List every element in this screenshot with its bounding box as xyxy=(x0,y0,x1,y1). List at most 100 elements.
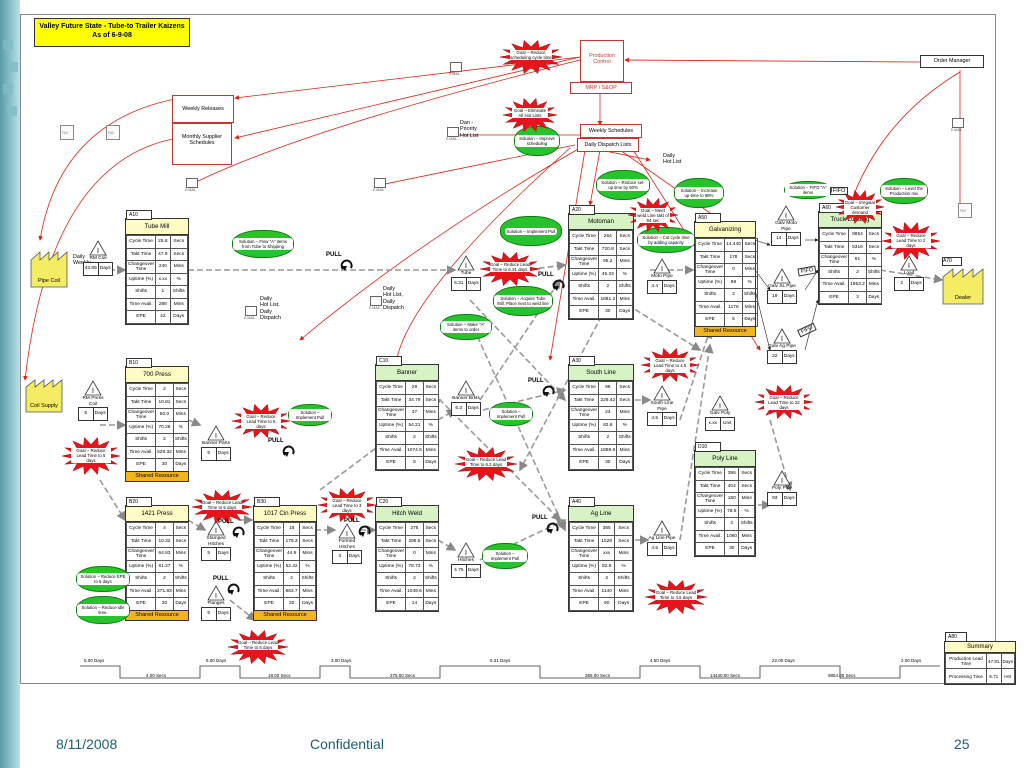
pull-arrow-icon xyxy=(546,521,560,540)
metric-value: 2 xyxy=(598,431,618,445)
metric-label: Shifts xyxy=(253,572,285,586)
metric-value: 82.6 xyxy=(598,559,616,573)
daily-hot-list-dispatch-label: Daily Hot List, Daily Dispatch xyxy=(260,296,281,322)
process-id: B30 xyxy=(254,497,280,507)
metric-label: Takt Time xyxy=(818,240,850,254)
metric-unit: Days xyxy=(865,290,882,304)
metric-unit: Secs xyxy=(741,238,758,252)
inventory-value: x.xx xyxy=(706,417,721,430)
process-name: Ag Line xyxy=(569,506,633,522)
summary-id: A80 xyxy=(945,632,967,642)
metric-unit: Mins xyxy=(169,297,189,311)
shared-resource-tag: Shared Resource xyxy=(125,470,189,482)
shared-resource-tag: Shared Resource xyxy=(694,325,756,337)
metric-unit: Secs xyxy=(616,381,633,395)
metric-label: Changeover Time xyxy=(125,408,157,422)
metric-value: 240 xyxy=(155,260,171,274)
goal-text: Goal – Reduce Lead Time to 5 days xyxy=(237,640,279,651)
metric-unit: Shifts xyxy=(172,433,189,447)
metric-label: Takt Time xyxy=(125,247,157,261)
timeline-ladder xyxy=(80,665,940,679)
process-id: C20 xyxy=(376,497,402,507)
metric-value: x.xx xyxy=(155,272,171,286)
inventory-unit: Days xyxy=(348,554,360,559)
timeline-process-time: 9854.00 Secs xyxy=(828,673,856,678)
metric-label: Uptime (%) xyxy=(568,418,600,432)
metric-unit: Shifts xyxy=(422,431,439,445)
metric-unit: % xyxy=(172,420,189,434)
metric-label: Uptime (%) xyxy=(694,504,726,518)
metric-label: EPE xyxy=(694,313,726,327)
timeline-lead-time: 22.00 Days xyxy=(772,658,795,663)
solution-cloud: Solution – Reduce EPE to 5 days xyxy=(76,566,130,592)
metric-unit: Shifts xyxy=(738,517,755,531)
metric-unit: % xyxy=(865,253,882,267)
order-manager-box: Order Manager xyxy=(920,55,984,68)
solution-cloud: Solution – Level the Production mix xyxy=(880,178,928,204)
solution-text: Solution – Reduce set-up time by 50% xyxy=(597,179,649,191)
solution-cloud: Solution – Flow "A" items from Tube to S… xyxy=(232,230,294,258)
metric-label: Shifts xyxy=(375,572,407,586)
process-name: Tube Mill xyxy=(126,219,188,235)
metric-label: EPE xyxy=(125,597,157,611)
shared-resource-tag: Shared Resource xyxy=(253,609,317,621)
inventory-name: Tube xyxy=(460,271,472,276)
inventory-value: 43.85 xyxy=(84,262,99,275)
shared-resource-tag: Shared Resource xyxy=(125,609,189,621)
metric-value: 45.33 xyxy=(598,267,618,281)
email-icon: E-MAIL xyxy=(446,127,459,141)
metric-unit: Days xyxy=(422,456,439,470)
metric-label: EPE xyxy=(818,290,850,304)
process-name: 1421 Press xyxy=(126,506,188,522)
pt-unit: Hrs xyxy=(1000,668,1016,684)
inventory-unit: Unit xyxy=(722,420,732,426)
metric-value: 98 xyxy=(724,275,743,289)
metric-label: EPE xyxy=(568,597,600,611)
weekly-releases-box: Weekly Releases xyxy=(172,95,234,123)
pull-arrow-icon xyxy=(552,278,566,297)
pull-label: PULL xyxy=(344,518,360,524)
metric-label: Uptime (%) xyxy=(568,267,600,281)
inventory-unit: Days xyxy=(467,280,479,286)
metric-value: 179.3 xyxy=(283,534,301,548)
svg-text:I: I xyxy=(346,531,348,538)
process-id: A20 xyxy=(569,205,595,215)
metric-unit: Secs xyxy=(172,534,189,548)
process-name: Galvanizing xyxy=(695,222,755,238)
solution-cloud: Solution – Acquire Tube Mill. Place next… xyxy=(493,286,553,316)
metric-unit: Days xyxy=(172,458,189,472)
metric-value: 2 xyxy=(598,280,618,294)
inventory-name: RM Coil xyxy=(89,256,107,261)
inventory-value: 4.5 xyxy=(648,413,663,425)
daily-hot-list-label: Daily Hot List xyxy=(663,153,682,166)
metric-value: 2 xyxy=(405,431,424,445)
inventory-value: 22 xyxy=(768,350,783,363)
metric-value: 275 xyxy=(405,522,424,536)
inventory-value: 2 xyxy=(895,277,910,290)
svg-text:I: I xyxy=(215,593,217,600)
metric-value: 78.6 xyxy=(724,504,740,518)
metric-unit: Mins xyxy=(422,547,439,561)
plt-unit: Days xyxy=(1000,653,1016,669)
inventory-icon: I xyxy=(457,542,475,558)
svg-text:I: I xyxy=(661,393,663,400)
metric-unit: % xyxy=(422,418,439,432)
metric-value: 2 xyxy=(848,265,867,279)
daily-hot-list-dispatch-label-2: Daily Hot List, Daily Dispatch xyxy=(383,286,404,312)
metric-unit: Days xyxy=(172,597,189,611)
goal-text: Goal – Meet weld Line takt of 94 sec xyxy=(636,208,670,224)
metric-value: 47.9 xyxy=(155,247,171,261)
goal-burst: Goal – Reduce Lead Time to 5 days xyxy=(62,437,120,475)
goal-text: Goal – Irregular Customer demand xyxy=(843,200,877,216)
inventory-name: Galv Poly xyxy=(709,411,731,416)
timeline-process-time: 275.00 Secs xyxy=(390,673,416,678)
metric-unit: % xyxy=(169,272,189,286)
